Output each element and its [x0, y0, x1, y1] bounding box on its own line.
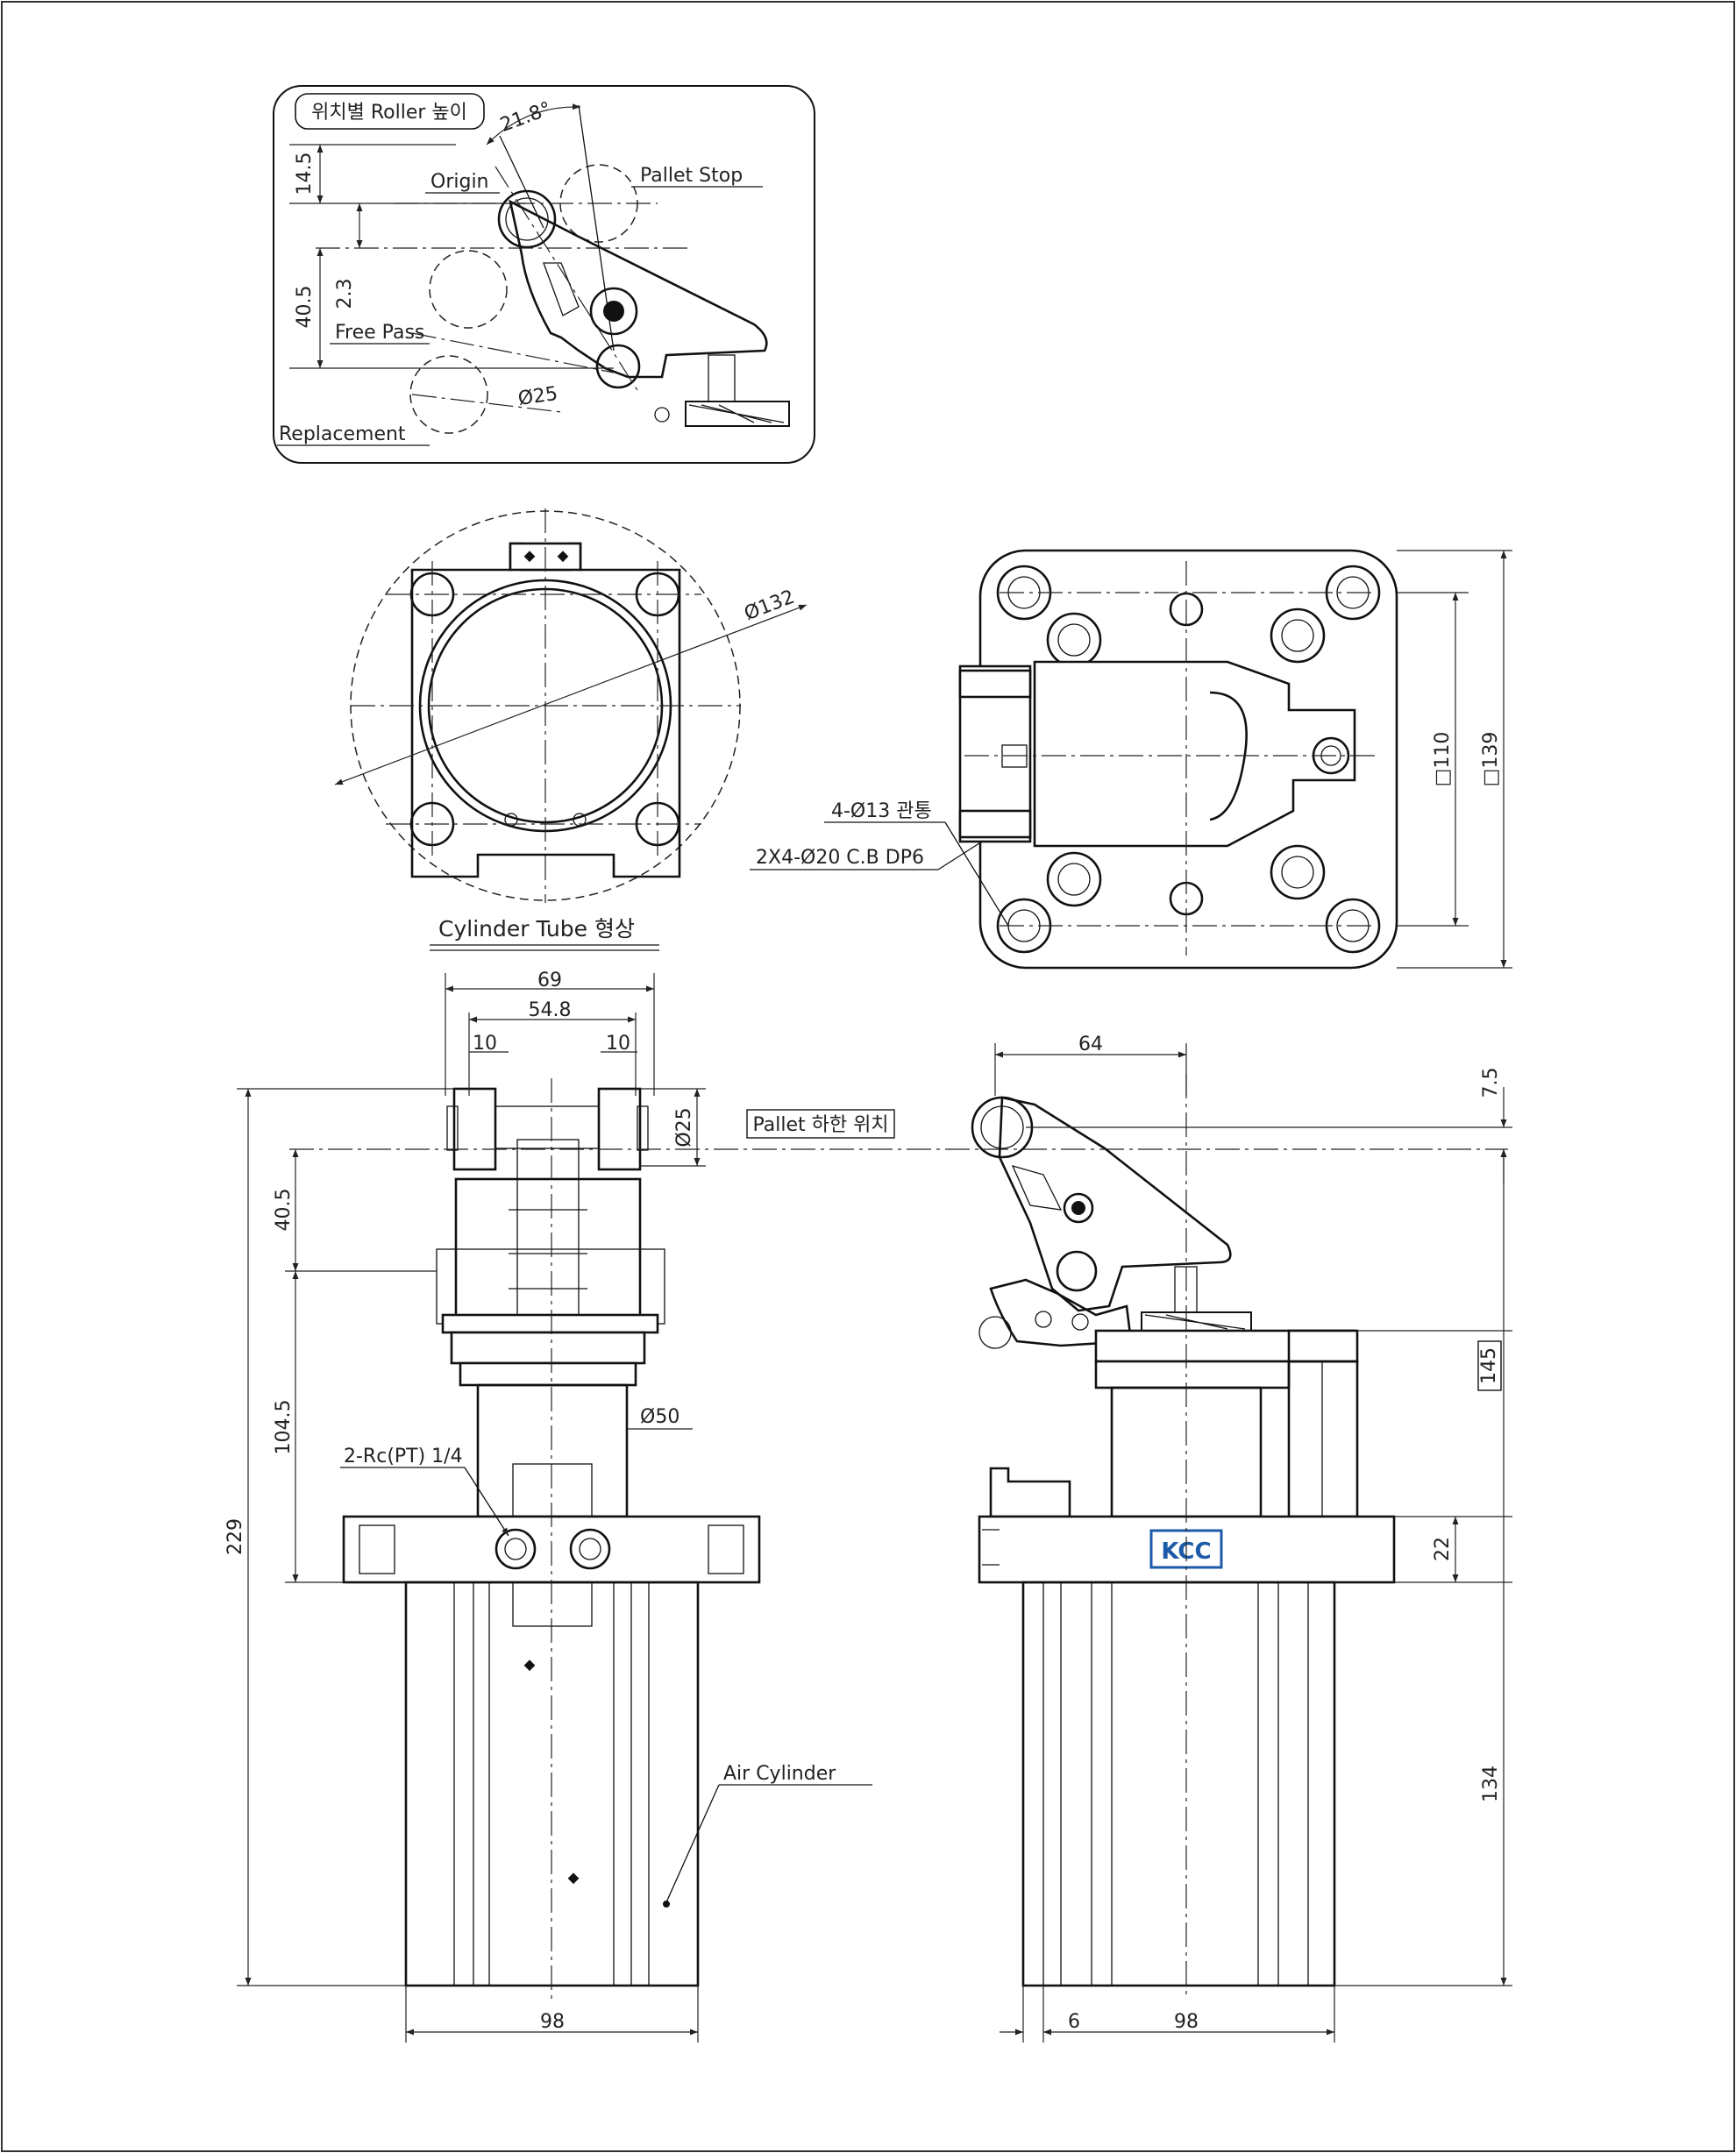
side-cylinder-body — [1021, 1581, 1336, 1987]
port-label: 2-Rc(PT) 1/4 — [344, 1446, 463, 1467]
dim-54-8: 54.8 — [529, 999, 572, 1021]
piston-rod — [476, 1383, 629, 1518]
dim-98-side: 98 — [1174, 2011, 1199, 2033]
pallet-stop-label: Pallet Stop — [640, 165, 743, 187]
dim-sq-110: □110 — [1432, 732, 1454, 787]
free-pass-roller — [429, 250, 508, 329]
detail-frame — [273, 85, 815, 464]
dim-40-5: 40.5 — [294, 286, 316, 329]
free-pass-label: Free Pass — [335, 322, 424, 344]
rod-dia-label: Ø50 — [640, 1406, 679, 1428]
top-view: □110 □139 4-Ø13 관통 2X4-Ø20 C.B DP6 — [750, 549, 1512, 970]
dim-10-right: 10 — [606, 1033, 630, 1055]
port-right — [569, 1528, 611, 1570]
dim-6: 6 — [1068, 2011, 1080, 2033]
dim-64: 64 — [1078, 1034, 1103, 1055]
front-view: 69 54.8 10 10 229 40.5 104.5 Ø25 Pallet … — [224, 970, 1508, 2043]
dim-134: 134 — [1480, 1766, 1502, 1802]
lever-arm — [509, 199, 768, 379]
lower-roller — [595, 344, 641, 389]
left-roller — [452, 1087, 497, 1171]
replacement-roller — [409, 355, 488, 434]
air-cylinder-label: Air Cylinder — [723, 1763, 836, 1785]
dim-98-front: 98 — [540, 2011, 565, 2033]
tube-caption: Cylinder Tube 형상 — [438, 916, 635, 941]
pallet-position-label: Pallet 하한 위치 — [752, 1114, 888, 1136]
dim-104-5: 104.5 — [273, 1400, 295, 1455]
roller-dia-front: Ø25 — [673, 1107, 695, 1147]
counterbore-label: 2X4-Ø20 C.B DP6 — [756, 847, 924, 869]
dim-145: 145 — [1478, 1347, 1500, 1384]
angle-label: 21.8° — [497, 98, 554, 137]
dim-10-left: 10 — [473, 1033, 497, 1055]
dim-2-3: 2.3 — [334, 279, 356, 309]
lever-top — [1033, 660, 1356, 848]
origin-label: Origin — [430, 171, 489, 193]
side-lever — [998, 1096, 1232, 1312]
dim-40-5-front: 40.5 — [273, 1189, 295, 1232]
dim-229: 229 — [224, 1518, 246, 1555]
side-view: KCC 64 7.5 145 22 134 — [971, 1034, 1512, 2043]
cylinder-tube-view: Ø132 Cylinder Tube 형상 — [334, 508, 808, 951]
roller-dia-label: Ø25 — [516, 383, 559, 410]
detail-title: 위치별 Roller 높이 — [311, 102, 467, 124]
head-plate — [450, 1331, 646, 1365]
origin-roller — [497, 189, 557, 249]
dim-sq-139: □139 — [1480, 732, 1502, 787]
dim-14-5: 14.5 — [294, 153, 316, 195]
dim-22: 22 — [1432, 1537, 1454, 1561]
dim-69: 69 — [537, 970, 562, 991]
holes-through-label: 4-Ø13 관통 — [831, 800, 932, 822]
replacement-label: Replacement — [279, 423, 406, 445]
right-roller — [597, 1087, 642, 1171]
detail-title-box — [295, 93, 485, 130]
roller-height-detail: 위치별 Roller 높이 14.5 40.5 — [273, 85, 815, 464]
port-left — [494, 1528, 537, 1570]
dim-7-5: 7.5 — [1480, 1068, 1502, 1098]
pallet-position-box — [746, 1109, 895, 1139]
